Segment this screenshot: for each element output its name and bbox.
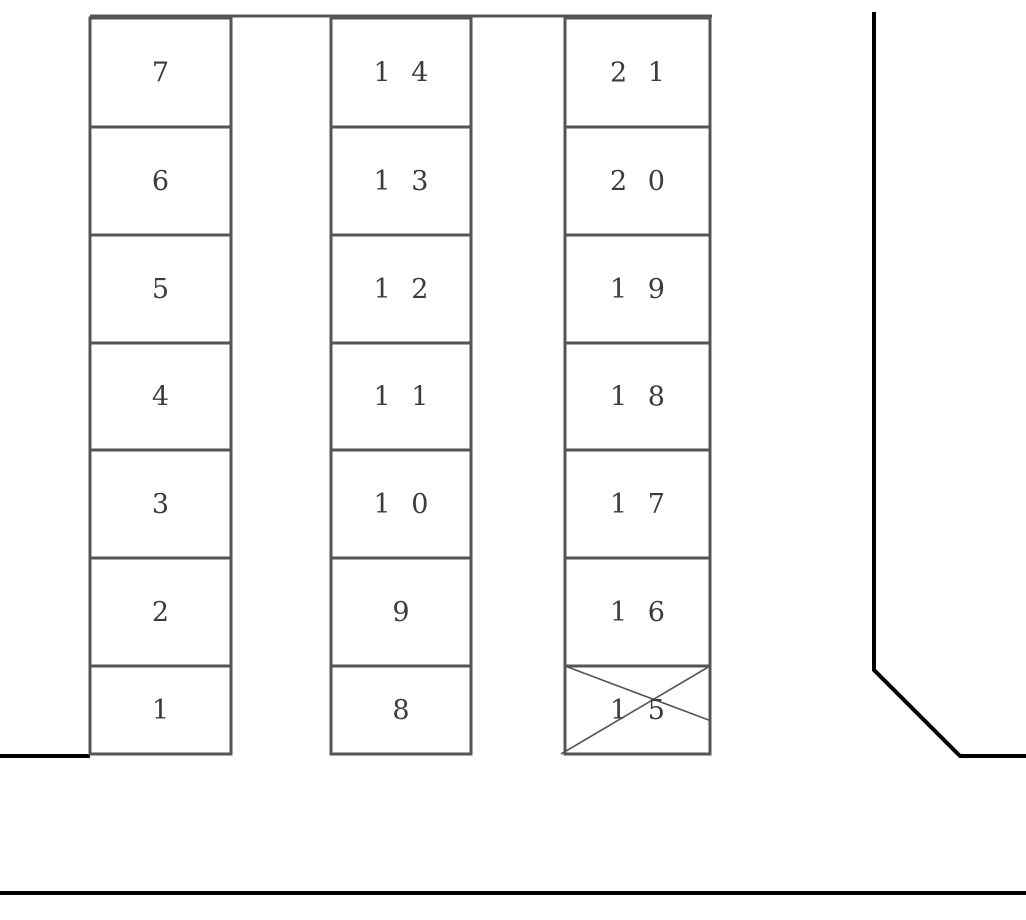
parking-stall: 6 [88, 125, 233, 237]
right-wall-line [872, 12, 1026, 758]
stall-number: 1 9 [610, 274, 671, 305]
parking-stall: 8 [329, 664, 473, 756]
stall-group: 1 2 3 4 5 6 7 8 9 1 0 1 1 1 2 1 3 1 4 1 5 1 6 1 7 1 8 1 9 2… [88, 16, 712, 756]
parking-stall: 3 [88, 448, 233, 560]
lot-boundary [0, 12, 1026, 895]
parking-stall: 1 3 [329, 125, 473, 237]
stall-box [563, 556, 712, 668]
stall-cross-line [560, 665, 711, 755]
stall-number: 1 [152, 695, 175, 726]
parking-stall: 1 9 [563, 233, 712, 345]
stall-number: 8 [392, 695, 415, 726]
stall-box [88, 556, 233, 668]
parking-stall: 2 0 [563, 125, 712, 237]
stall-number: 7 [152, 58, 175, 89]
stall-number: 1 0 [374, 489, 435, 520]
stall-number: 1 7 [610, 489, 671, 520]
stall-number: 2 0 [610, 166, 671, 197]
stall-number: 3 [152, 489, 175, 520]
stall-number: 1 2 [374, 274, 435, 305]
stall-number: 1 4 [374, 58, 435, 89]
stall-box [88, 233, 233, 345]
parking-stall: 1 7 [563, 448, 712, 560]
stall-box [88, 664, 233, 756]
parking-stall: 5 [88, 233, 233, 345]
parking-stall: 1 6 [563, 556, 712, 668]
stall-number: 1 3 [374, 166, 435, 197]
stall-box [329, 556, 473, 668]
parking-stall: 1 4 [329, 16, 473, 129]
stall-number: 1 1 [374, 382, 435, 413]
parking-stall: 7 [88, 16, 233, 129]
parking-stall: 2 1 [563, 16, 712, 129]
stall-number: 1 8 [610, 382, 671, 413]
parking-stall: 1 8 [563, 341, 712, 452]
stall-number: 6 [152, 166, 175, 197]
stall-box [329, 341, 473, 452]
stall-box [563, 233, 712, 345]
parking-stall: 9 [329, 556, 473, 668]
stall-box [329, 125, 473, 237]
parking-stall: 1 0 [329, 448, 473, 560]
stall-number: 2 1 [610, 58, 671, 89]
stall-cross-line [564, 665, 711, 722]
stall-number: 1 5 [610, 695, 671, 726]
parking-stall: 1 2 [329, 233, 473, 345]
stall-number: 1 6 [610, 597, 671, 628]
stall-box [329, 16, 473, 129]
stall-box [88, 341, 233, 452]
stall-box [88, 16, 233, 129]
parking-stall: 2 [88, 556, 233, 668]
parking-stall: 1 5 [560, 664, 712, 756]
stall-box [88, 125, 233, 237]
parking-stall: 4 [88, 341, 233, 452]
stall-box [329, 664, 473, 756]
stall-number: 9 [392, 597, 415, 628]
stall-number: 5 [152, 274, 175, 305]
parking-stall: 1 1 [329, 341, 473, 452]
stall-number: 2 [152, 597, 175, 628]
parking-stall: 1 [88, 664, 233, 756]
stall-box [329, 233, 473, 345]
stall-number: 4 [152, 382, 175, 413]
stall-box [563, 16, 712, 129]
